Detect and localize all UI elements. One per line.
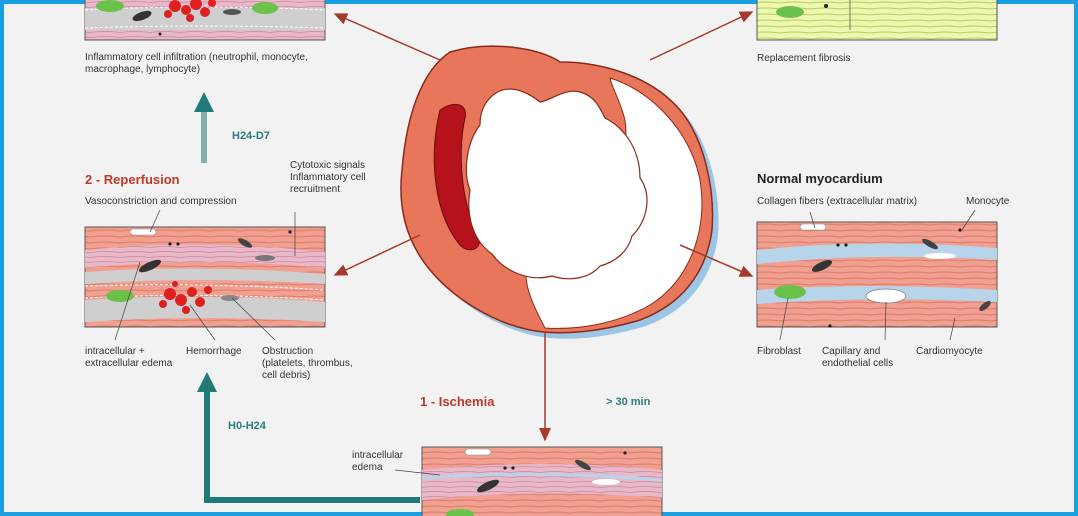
stage-title-normal: Normal myocardium (757, 171, 883, 186)
fibroblast-cell-icon (774, 285, 806, 299)
label-cardiomyocyte: Cardiomyocyte (916, 346, 983, 357)
label-replacement-fibrosis: Replacement fibrosis (757, 53, 851, 64)
label-capillary-line1: Capillary and (822, 346, 881, 357)
hemorrhage-cluster-icon (159, 281, 212, 314)
label-infiltration-line2: macrophage, lymphocyte) (85, 64, 201, 75)
heart-cross-section (400, 45, 719, 339)
label-infiltration-line1: Inflammatory cell infiltration (neutroph… (85, 52, 308, 63)
arrows-red (333, 11, 754, 442)
fibroblast-cell-icon (446, 509, 474, 516)
tile-reperfusion (84, 209, 326, 341)
label-obstruction-line2: (platelets, thrombus, (262, 358, 353, 369)
tile-normal-myocardium (756, 209, 998, 341)
time-label-h24-d7: H24-D7 (232, 130, 270, 142)
tile-ischemia (394, 446, 663, 516)
stage-title-reperfusion: 2 - Reperfusion (85, 172, 180, 187)
label-intra-edema-line2: edema (352, 462, 383, 473)
label-edema-line1: intracellular + (85, 346, 145, 357)
label-obstruction-line3: cell debris) (262, 370, 311, 381)
label-cytotoxic-line1: Cytotoxic signals (290, 160, 366, 171)
label-vasoconstriction: Vasoconstriction and compression (85, 196, 237, 207)
fibroblast-cell-icon (96, 0, 124, 12)
monocyte-cell-icon (132, 10, 152, 22)
label-monocyte: Monocyte (966, 196, 1010, 207)
monocyte-cell-icon (476, 479, 500, 493)
label-cytotoxic-line2: Inflammatory cell (290, 172, 366, 183)
monocyte-cell-icon (811, 260, 833, 272)
time-label-h0-h24: H0-H24 (228, 420, 266, 432)
fibroblast-cell-icon (776, 6, 804, 18)
hemorrhage-cluster-icon (164, 0, 216, 22)
label-cytotoxic-line3: recruitment (290, 184, 341, 195)
label-hemorrhage: Hemorrhage (186, 346, 242, 357)
stage-title-ischemia: 1 - Ischemia (420, 394, 495, 409)
label-edema-line2: extracellular edema (85, 358, 173, 369)
time-label-30min: > 30 min (606, 396, 651, 408)
label-collagen: Collagen fibers (extracellular matrix) (757, 196, 918, 207)
fibroblast-cell-icon (252, 2, 278, 14)
label-obstruction-line1: Obstruction (262, 346, 314, 357)
arrows-teal (194, 92, 420, 503)
fibroblast-cell-icon (106, 290, 134, 302)
tile-infiltration (84, 0, 326, 41)
label-intra-edema-line1: intracellular (352, 450, 404, 461)
monocyte-cell-icon (138, 259, 162, 273)
label-capillary-line2: endothelial cells (822, 358, 894, 369)
label-fibroblast: Fibroblast (757, 346, 801, 357)
tile-replacement-fibrosis (756, 0, 998, 41)
